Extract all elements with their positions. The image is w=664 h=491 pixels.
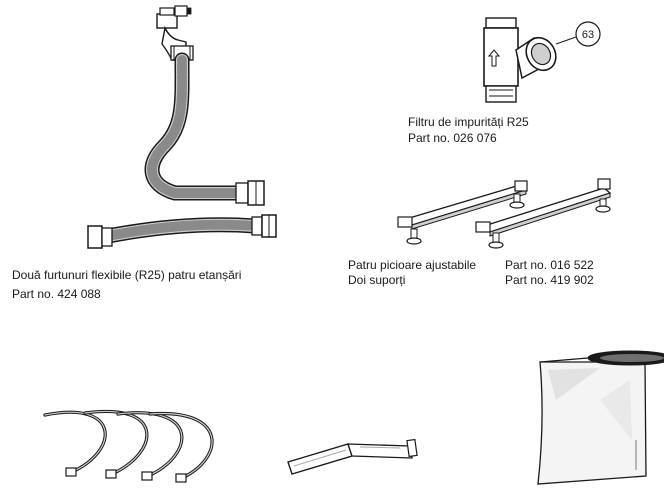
long-hose-outline	[144, 52, 246, 201]
callout-circle	[575, 21, 601, 47]
flow-arrow-icon	[487, 49, 501, 67]
cable-ties-drawing	[43, 409, 214, 483]
foil-roll-drawing	[537, 350, 664, 485]
hoses-part-number: Part no. 424 088	[12, 287, 101, 301]
filter-name: Filtru de impurități R25	[408, 115, 529, 129]
long-hose-nut	[235, 180, 265, 206]
filter-part-number: Part no. 026 076	[408, 131, 497, 145]
elbow-valve	[156, 5, 194, 61]
flexible-hoses-drawing	[87, 5, 277, 249]
hoses-name: Două furtunuri flexibile (R25) patru eta…	[12, 268, 242, 282]
support-rail-back	[397, 180, 528, 245]
feet-name: Patru picioare ajustabile	[348, 258, 477, 272]
callout-number: 63	[582, 29, 594, 41]
short-hose-nut-left	[87, 225, 113, 249]
supports-name: Doi suporți	[348, 273, 406, 287]
supports-part-number: Part no. 419 902	[505, 273, 594, 287]
grease-tube-drawing	[287, 438, 418, 475]
feet-part-number: Part no. 016 522	[505, 258, 594, 272]
support-rail-front	[475, 178, 612, 249]
strainer-drawing	[483, 17, 577, 103]
feet-supports-drawing	[397, 178, 612, 249]
short-hose-nut-right	[251, 214, 277, 238]
